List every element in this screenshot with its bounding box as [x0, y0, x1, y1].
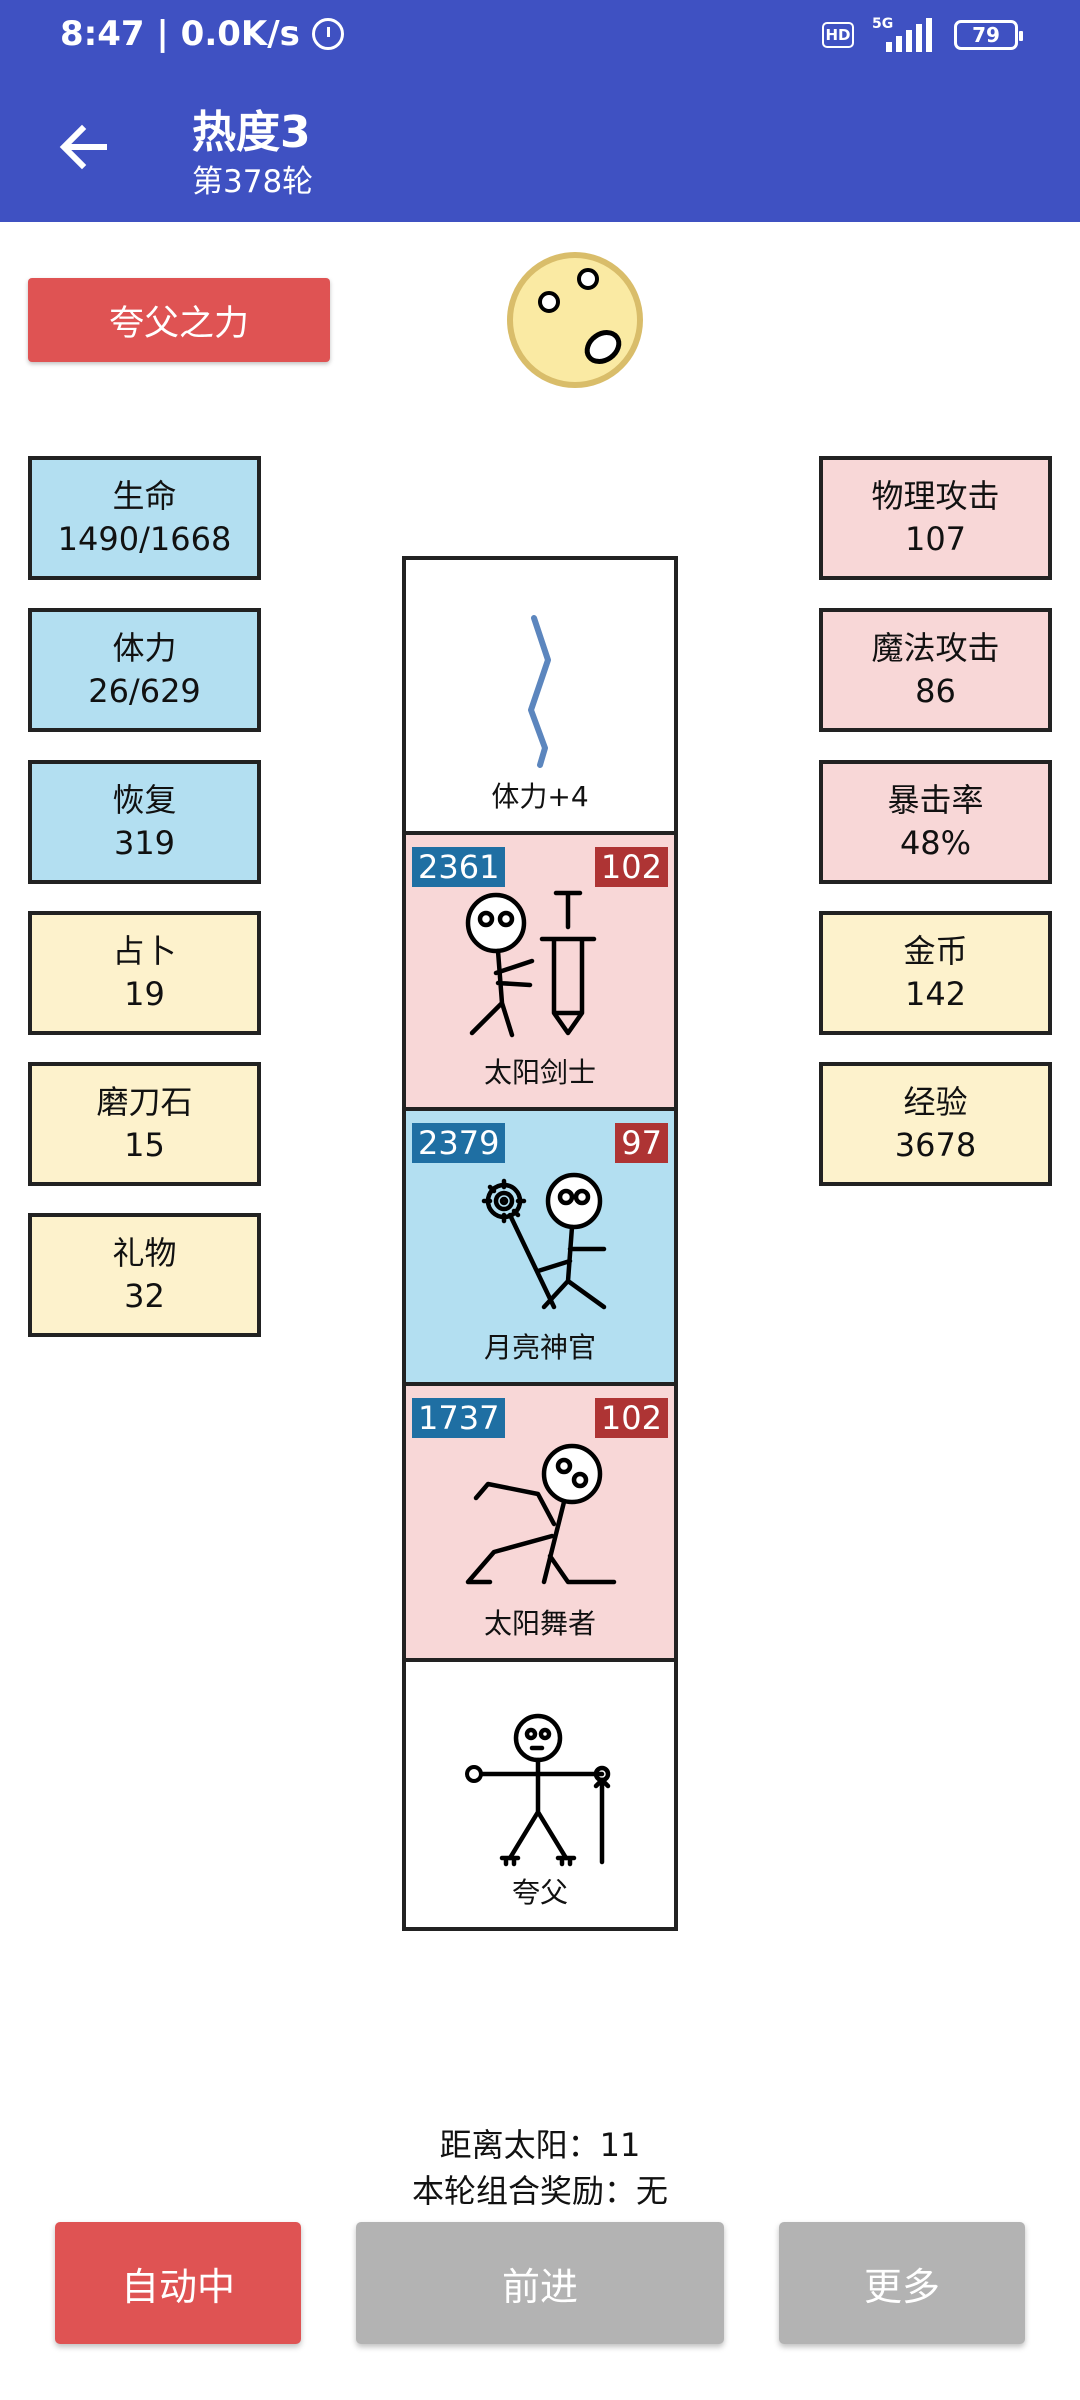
card-kuafu-player: 夸父: [406, 1658, 674, 1927]
battery-icon: 79: [954, 20, 1023, 50]
stat-label: 恢复: [112, 780, 177, 819]
stamina-squiggle-icon: [528, 615, 551, 768]
stat-recovery: 恢复 319: [28, 760, 261, 884]
attack-badge: 97: [615, 1123, 668, 1163]
stat-whetstone[interactable]: 磨刀石 15: [28, 1062, 261, 1186]
hd-icon: HD: [822, 22, 854, 48]
stat-stamina: 体力 26/629: [28, 608, 261, 732]
stat-value: 319: [113, 824, 176, 862]
stat-value: 26/629: [88, 672, 201, 710]
swordsman-figure-icon: [465, 890, 597, 1038]
card-moon-priest[interactable]: 2379 97 月亮神官: [406, 1107, 674, 1382]
battery-level: 79: [972, 23, 1000, 47]
stat-value: 1490/1668: [57, 520, 232, 558]
status-bar: 8:47 | 0.0K/s HD 5G 79: [0, 0, 1080, 78]
card-stamina-item[interactable]: 体力+4: [406, 560, 674, 831]
kuafu-figure-icon: [465, 1713, 611, 1867]
status-left: 8:47 | 0.0K/s: [60, 14, 344, 54]
stat-label: 暴击率: [887, 780, 984, 819]
combo-reward-text: 本轮组合奖励：无: [411, 2172, 668, 2210]
status-time: 8:47 | 0.0K/s: [60, 14, 300, 54]
alarm-icon: [311, 18, 344, 50]
card-column: 体力+4 2361 102 太阳剑士: [402, 556, 678, 1931]
auto-button[interactable]: 自动中: [55, 2222, 301, 2344]
forward-button[interactable]: 前进: [356, 2222, 724, 2344]
stat-value: 142: [904, 975, 967, 1013]
stat-label: 体力: [112, 628, 177, 667]
attack-badge: 102: [594, 1398, 668, 1438]
stat-divination[interactable]: 占卜 19: [28, 911, 261, 1035]
priest-figure-icon: [481, 1172, 607, 1310]
stat-label: 占卜: [112, 931, 177, 970]
stat-magic-attack: 魔法攻击 86: [819, 608, 1052, 732]
stat-label: 礼物: [112, 1233, 177, 1272]
stat-value: 86: [915, 672, 956, 710]
sun-distance-text: 距离太阳：11: [439, 2126, 641, 2164]
stat-experience: 经验 3678: [819, 1062, 1052, 1186]
stat-value: 19: [124, 975, 165, 1013]
skill-button[interactable]: 夸父之力: [28, 278, 330, 362]
attack-badge: 102: [594, 847, 668, 887]
more-button[interactable]: 更多: [779, 2222, 1025, 2344]
stat-physical-attack: 物理攻击 107: [819, 456, 1052, 580]
stat-value: 107: [904, 520, 967, 558]
stat-value: 3678: [894, 1126, 977, 1164]
card-label: 太阳剑士: [483, 1056, 596, 1089]
stat-label: 金币: [903, 931, 968, 970]
card-label: 太阳舞者: [483, 1607, 596, 1640]
stat-crit-rate: 暴击率 48%: [819, 760, 1052, 884]
card-label: 体力+4: [491, 780, 589, 813]
stat-value: 15: [124, 1126, 165, 1164]
stat-label: 生命: [112, 476, 177, 515]
hp-badge: 1737: [412, 1398, 506, 1438]
sun-face-icon: [507, 252, 643, 388]
stat-hp: 生命 1490/1668: [28, 456, 261, 580]
card-label: 夸父: [511, 1876, 568, 1909]
stat-label: 磨刀石: [96, 1082, 193, 1121]
round-subtitle: 第378轮: [192, 164, 314, 200]
back-arrow-icon[interactable]: [52, 115, 116, 179]
card-label: 月亮神官: [483, 1331, 596, 1364]
stat-gift[interactable]: 礼物 32: [28, 1213, 261, 1337]
stat-label: 物理攻击: [871, 476, 1000, 515]
hp-badge: 2361: [412, 847, 506, 887]
stat-label: 经验: [903, 1082, 968, 1121]
dancer-figure-icon: [465, 1443, 617, 1585]
status-right: HD 5G 79: [822, 16, 1023, 52]
card-sun-swordsman[interactable]: 2361 102 太阳剑士: [406, 831, 674, 1107]
stat-label: 魔法攻击: [871, 628, 1000, 667]
app-header: 8:47 | 0.0K/s HD 5G 79 热度3 第378轮: [0, 0, 1080, 222]
network-type: 5G: [872, 16, 894, 32]
stat-value: 32: [124, 1277, 165, 1315]
hp-badge: 2379: [412, 1123, 506, 1163]
signal-icon: 5G: [872, 16, 936, 52]
stat-gold: 金币 142: [819, 911, 1052, 1035]
stat-value: 48%: [899, 824, 972, 862]
card-sun-dancer[interactable]: 1737 102 太阳舞者: [406, 1382, 674, 1658]
page-title: 热度3: [192, 107, 311, 158]
